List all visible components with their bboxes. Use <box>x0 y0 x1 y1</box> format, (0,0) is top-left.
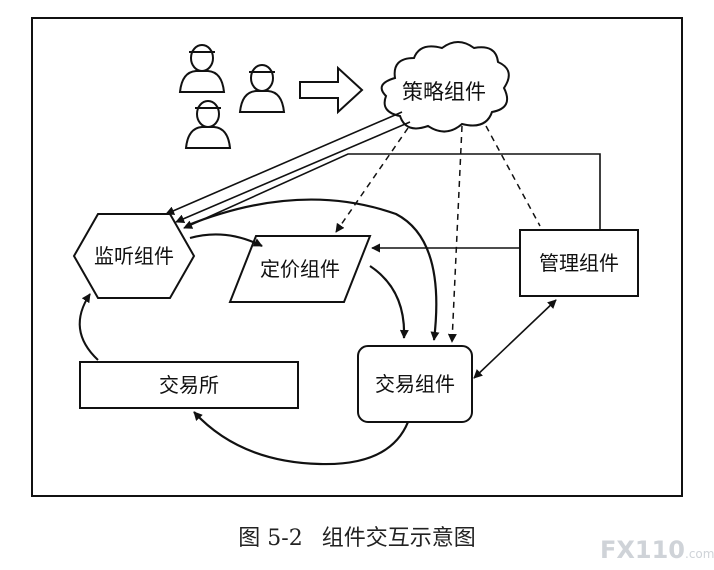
figure-caption: 图 5-2 组件交互示意图 <box>0 520 714 552</box>
edge-strategy-to-management <box>485 125 541 227</box>
watermark-suffix: .com <box>685 547 714 561</box>
user-icon <box>238 64 286 113</box>
strategy-cloud <box>380 41 510 133</box>
watermark-logo: FX110.com <box>600 536 714 564</box>
edge-management-to-listener <box>183 153 601 230</box>
exchange-label: 交易所 <box>159 373 219 397</box>
edge-strategy-to-pricing <box>335 127 409 233</box>
edge-exchange-to-listener <box>78 293 99 361</box>
watermark-brand: FX110 <box>600 536 685 564</box>
hollow-arrow-icon <box>299 65 364 115</box>
user-icon <box>178 44 226 93</box>
pricing-parallelogram <box>228 235 372 303</box>
user-icon <box>184 100 232 149</box>
edge-strategy-to-trading <box>447 125 463 343</box>
edge-pricing-to-trading <box>369 265 409 339</box>
edge-listener-to-pricing <box>189 233 263 247</box>
listener-label: 监听组件 <box>94 244 174 268</box>
user-icon <box>178 44 286 149</box>
figure-title: 组件交互示意图 <box>321 526 476 551</box>
edge-trading-to-exchange <box>193 411 410 466</box>
diagram-frame <box>31 17 683 497</box>
management-label: 管理组件 <box>539 251 619 275</box>
pricing-label: 定价组件 <box>260 257 340 281</box>
trading-label: 交易组件 <box>375 372 455 396</box>
edge-strategy-to-listener <box>165 111 403 215</box>
edge-management-trading <box>473 299 557 379</box>
strategy-label: 策略组件 <box>402 80 486 104</box>
edge-strategy-to-listener <box>175 121 411 223</box>
exchange-box <box>79 361 299 409</box>
edge-listener-to-trading <box>185 198 440 341</box>
figure-number: 图 5-2 <box>238 526 303 551</box>
trading-box <box>357 345 473 423</box>
management-box <box>519 229 639 297</box>
